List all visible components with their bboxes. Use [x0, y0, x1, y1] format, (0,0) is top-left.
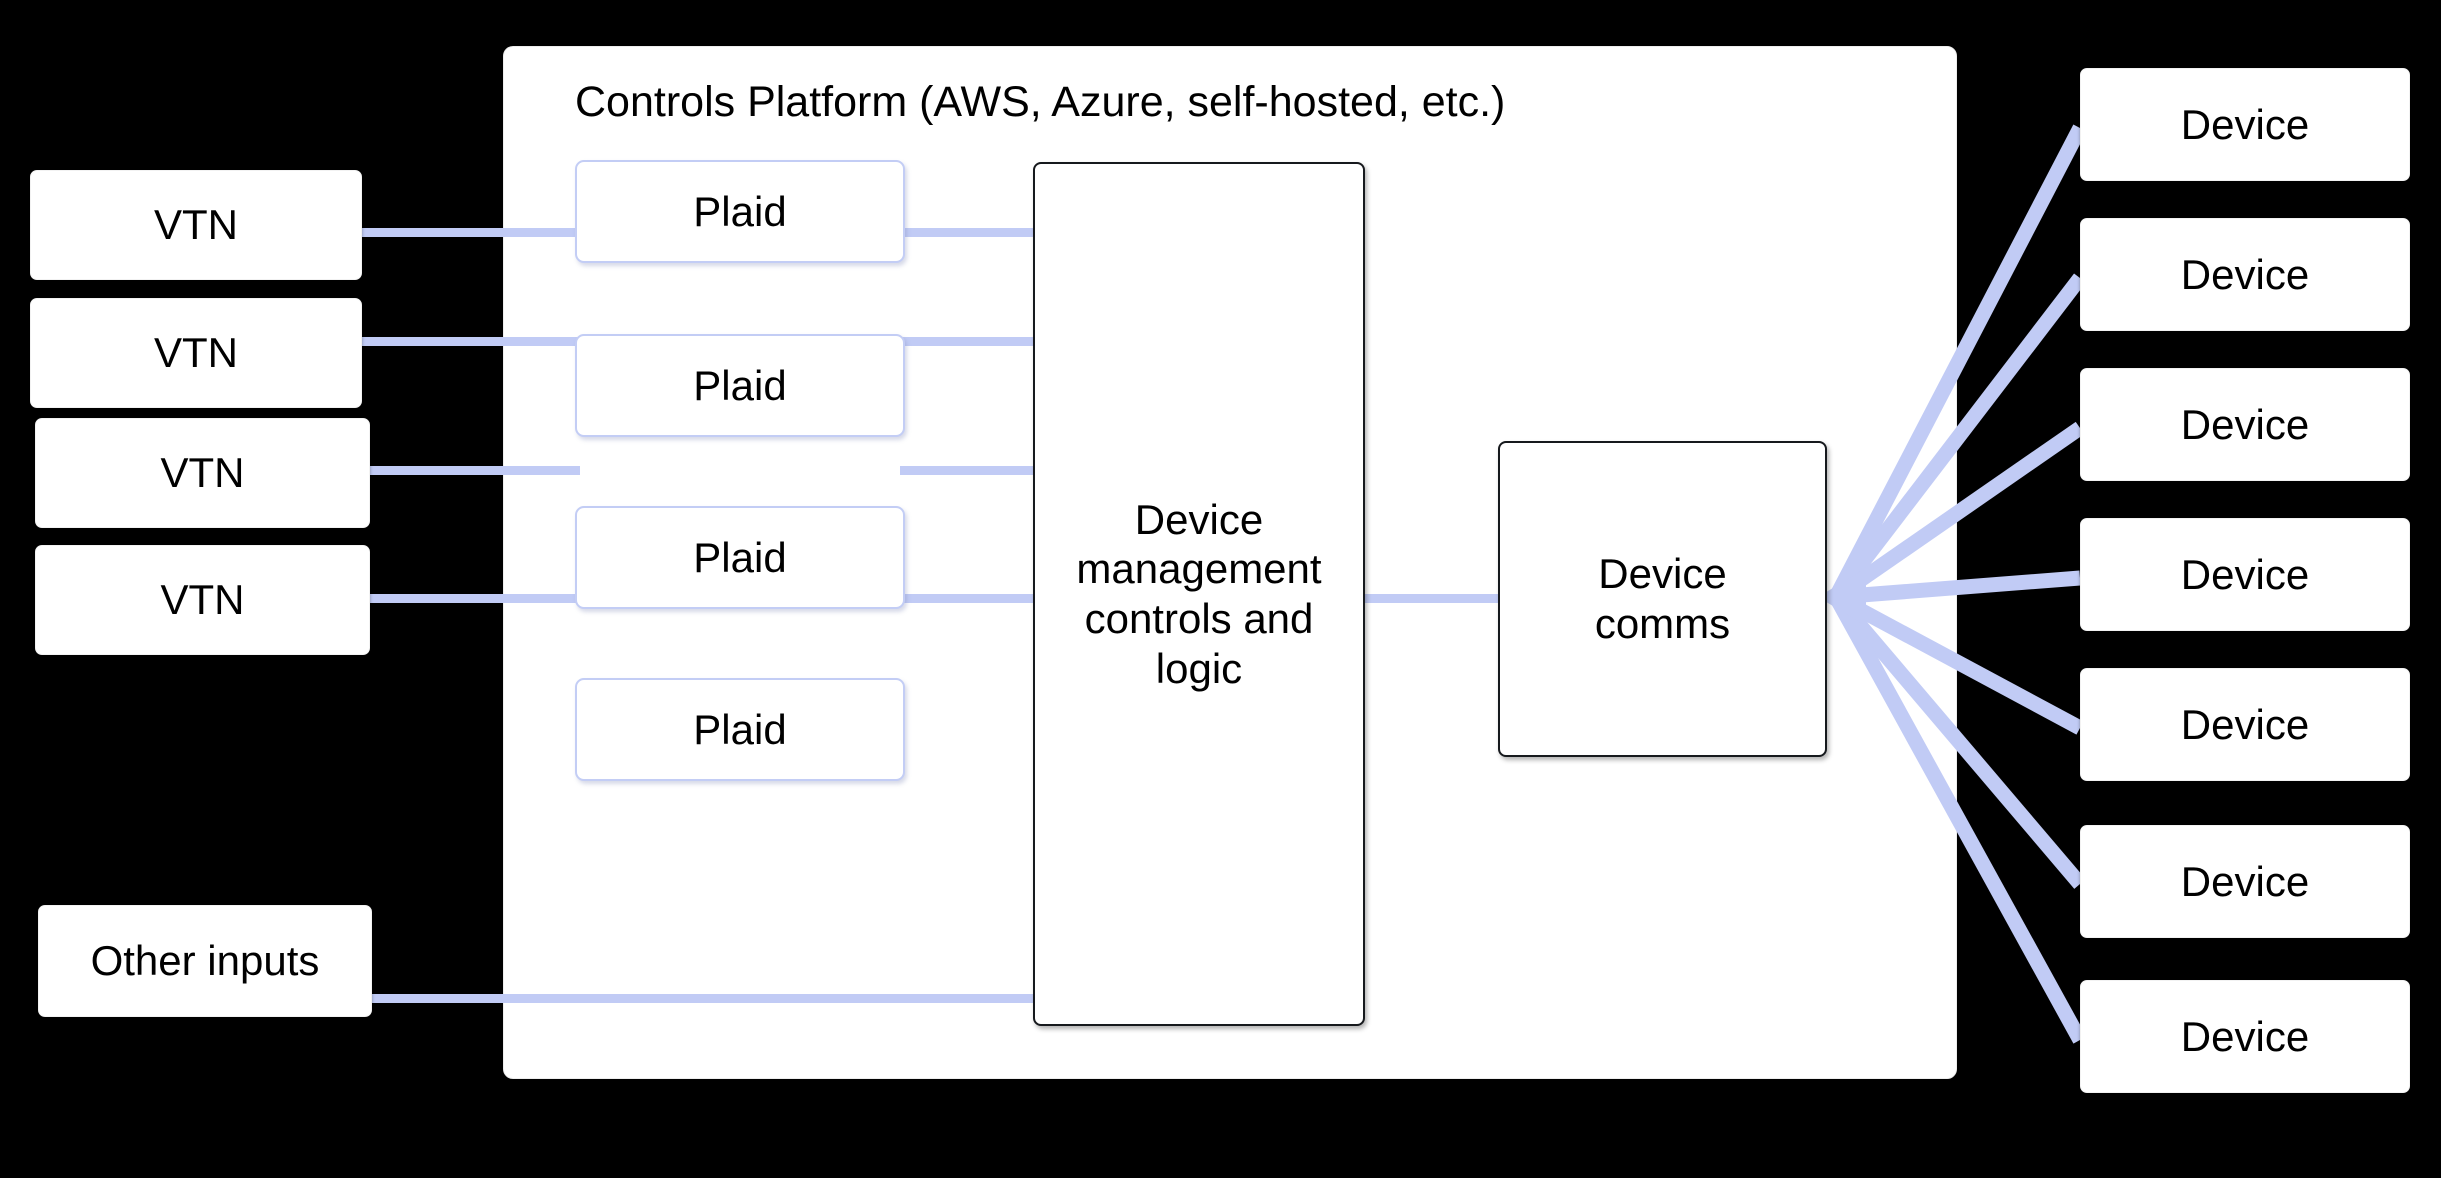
device-node-3-label: Device — [2180, 400, 2310, 448]
device-node-5-label: Device — [2180, 700, 2310, 748]
other-inputs-label: Other inputs — [90, 937, 320, 985]
device-node-2-label: Device — [2180, 250, 2310, 298]
other-inputs-node[interactable]: Other inputs — [38, 905, 372, 1017]
connector-core-to-device-comms — [1360, 594, 1505, 603]
device-node-1-label: Device — [2180, 100, 2310, 148]
plaid-node-4-label: Plaid — [693, 705, 787, 753]
plaid-node-3[interactable]: Plaid — [575, 506, 905, 609]
vtn-node-3-label: VTN — [160, 449, 245, 497]
vtn-node-2[interactable]: VTN — [30, 298, 362, 408]
device-management-logic-node[interactable]: Device management controls and logic — [1033, 162, 1365, 1026]
vtn-node-4-label: VTN — [160, 576, 245, 624]
plaid-node-3-label: Plaid — [693, 533, 787, 581]
vtn-node-1[interactable]: VTN — [30, 170, 362, 280]
connector-vtn-4-to-plaid-4 — [368, 594, 580, 603]
connector-vtn-1-to-plaid-1 — [360, 228, 580, 237]
device-node-3[interactable]: Device — [2080, 368, 2410, 481]
connector-plaid-2-to-core — [900, 337, 1040, 346]
connector-vtn-2-to-plaid-2 — [360, 337, 580, 346]
device-comms-node[interactable]: Device comms — [1498, 441, 1827, 757]
plaid-node-1-label: Plaid — [693, 187, 787, 235]
device-node-4[interactable]: Device — [2080, 518, 2410, 631]
device-node-2[interactable]: Device — [2080, 218, 2410, 331]
connector-vtn-3-to-plaid-3 — [368, 466, 580, 475]
connector-plaid-1-to-core — [900, 228, 1040, 237]
connector-plaid-4-to-core — [900, 594, 1040, 603]
vtn-node-2-label: VTN — [154, 329, 238, 377]
plaid-node-2[interactable]: Plaid — [575, 334, 905, 437]
connector-plaid-3-to-core — [900, 466, 1040, 475]
vtn-node-4[interactable]: VTN — [35, 545, 370, 655]
device-management-logic-line-3: controls and — [1084, 595, 1314, 642]
device-node-6[interactable]: Device — [2080, 825, 2410, 938]
device-comms-line-1: Device — [1598, 550, 1727, 598]
vtn-node-1-label: VTN — [154, 201, 238, 249]
device-node-5[interactable]: Device — [2080, 668, 2410, 781]
device-node-1[interactable]: Device — [2080, 68, 2410, 181]
plaid-node-4[interactable]: Plaid — [575, 678, 905, 781]
device-node-6-label: Device — [2180, 857, 2310, 905]
plaid-node-1[interactable]: Plaid — [575, 160, 905, 263]
connector-other-inputs-to-core — [370, 994, 1038, 1003]
device-management-logic-line-2: management — [1076, 545, 1322, 593]
device-comms-line-2: comms — [1594, 600, 1731, 647]
device-management-logic-line-4: logic — [1155, 644, 1243, 692]
vtn-node-3[interactable]: VTN — [35, 418, 370, 528]
device-node-7-label: Device — [2180, 1012, 2310, 1060]
device-node-7[interactable]: Device — [2080, 980, 2410, 1093]
device-management-logic-line-1: Device — [1134, 495, 1264, 543]
plaid-node-2-label: Plaid — [693, 361, 787, 409]
controls-platform-title: Controls Platform (AWS, Azure, self-host… — [575, 78, 1506, 126]
device-node-4-label: Device — [2180, 550, 2310, 598]
